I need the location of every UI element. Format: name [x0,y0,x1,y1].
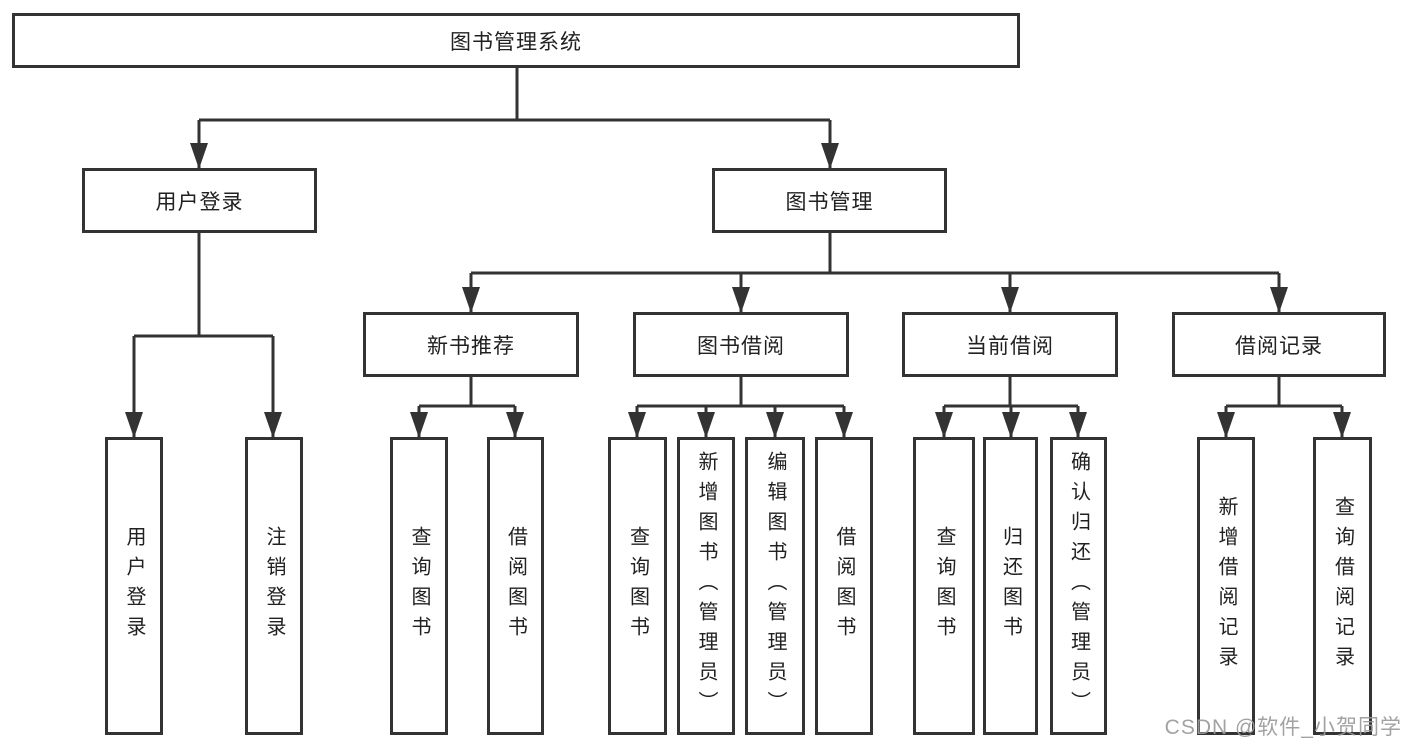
leaf-records-query-record-label: 查询借阅记录 [1331,496,1354,676]
node-current-borrowing: 当前借阅 [902,312,1118,377]
node-user-login: 用户登录 [82,168,317,233]
node-book-management: 图书管理 [712,168,947,233]
node-book-borrowing-label: 图书借阅 [697,334,785,358]
leaf-logout-label: 注销登录 [263,526,285,646]
leaf-borrowing-edit-books-admin-label: 编辑图书（管理员） [764,451,786,721]
leaf-current-return-books-label: 归还图书 [999,526,1022,646]
leaf-current-query-books: 查询图书 [913,437,975,735]
node-book-borrowing: 图书借阅 [633,312,849,377]
leaf-recommend-query-books: 查询图书 [390,437,448,735]
leaf-borrowing-add-books-admin-label: 新增图书（管理员） [695,451,717,721]
leaf-user-login-label: 用户登录 [123,526,145,646]
leaf-borrowing-borrow-books-label: 借阅图书 [833,526,855,646]
leaf-logout: 注销登录 [245,437,303,735]
leaf-records-add-record-label: 新增借阅记录 [1215,496,1237,676]
leaf-current-confirm-return-admin-label: 确认归还（管理员） [1067,451,1090,721]
leaf-current-query-books-label: 查询图书 [933,526,955,646]
leaf-recommend-borrow-books: 借阅图书 [487,437,544,735]
leaf-current-return-books: 归还图书 [983,437,1038,735]
node-new-book-recommendation: 新书推荐 [363,312,579,377]
node-user-login-label: 用户登录 [155,190,244,214]
node-borrowing-records-label: 借阅记录 [1235,334,1323,358]
leaf-borrowing-add-books-admin: 新增图书（管理员） [677,437,735,735]
leaf-borrowing-query-books: 查询图书 [608,437,667,735]
leaf-borrowing-edit-books-admin: 编辑图书（管理员） [745,437,805,735]
node-current-borrowing-label: 当前借阅 [966,334,1054,358]
leaf-records-query-record: 查询借阅记录 [1313,437,1372,735]
leaf-current-confirm-return-admin: 确认归还（管理员） [1050,437,1107,735]
node-root: 图书管理系统 [12,13,1020,68]
leaf-recommend-query-books-label: 查询图书 [408,526,430,646]
leaf-user-login: 用户登录 [105,437,163,735]
node-root-label: 图书管理系统 [450,30,582,54]
node-new-book-recommendation-label: 新书推荐 [427,334,515,358]
leaf-borrowing-borrow-books: 借阅图书 [815,437,873,735]
leaf-recommend-borrow-books-label: 借阅图书 [504,526,527,646]
watermark: CSDN @软件_小贺同学 [1164,716,1402,739]
leaf-borrowing-query-books-label: 查询图书 [626,526,649,646]
node-book-management-label: 图书管理 [785,190,874,214]
leaf-records-add-record: 新增借阅记录 [1197,437,1255,735]
node-borrowing-records: 借阅记录 [1172,312,1386,377]
